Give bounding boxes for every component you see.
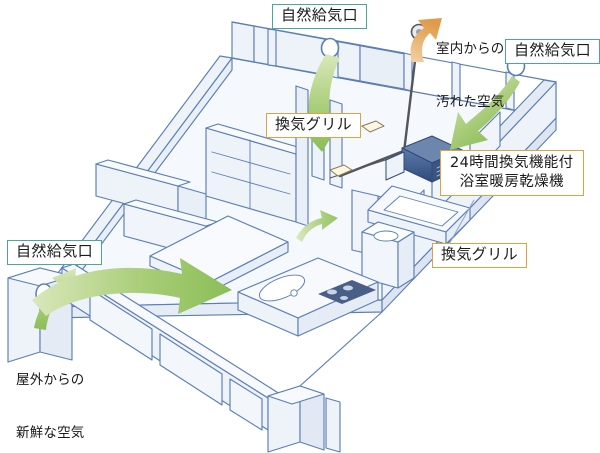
toilet (361, 221, 415, 289)
text-fresh-air-line1: 屋外からの (16, 372, 85, 389)
supply-arrow-left (32, 258, 232, 316)
text-dirty-air-line2: 汚れた空気 (436, 93, 505, 110)
wall-vent-top (320, 37, 340, 59)
label-natural-air-intake-right: 自然給気口 (505, 39, 600, 64)
supply-arrow-right-small (296, 210, 338, 242)
label-bathroom-dryer-unit: 24時間換気機能付 浴室暖房乾燥機 (440, 150, 584, 197)
bathtub (367, 185, 471, 245)
exhaust-arrow-roof (410, 18, 442, 62)
corner-pillar (267, 385, 341, 453)
label-natural-air-intake-top: 自然給気口 (272, 4, 368, 29)
bathroom-group (351, 185, 471, 289)
text-dirty-air-line1: 室内からの (436, 41, 505, 58)
label-dryer-line2: 浴室暖房乾燥機 (459, 173, 564, 190)
cooktop (318, 280, 376, 304)
ceiling-grill-top (329, 164, 353, 177)
text-dirty-indoor-air: 室内からの 汚れた空気 (436, 6, 505, 146)
front-wall-railing (61, 263, 281, 431)
center-partition (295, 85, 309, 227)
supply-arrow-right (450, 76, 520, 150)
label-ventilation-grill-bottom: 換気グリル (432, 243, 528, 268)
text-fresh-air-line2: 新鮮な空気 (16, 424, 85, 441)
text-fresh-outdoor-air: 屋外からの 新鮮な空気 (16, 337, 85, 453)
label-dryer-line1: 24時間換気機能付 (450, 155, 574, 171)
ceiling-grill-upper (361, 120, 385, 133)
label-natural-air-intake-left: 自然給気口 (7, 240, 103, 265)
label-ventilation-grill-top: 換気グリル (266, 113, 362, 138)
